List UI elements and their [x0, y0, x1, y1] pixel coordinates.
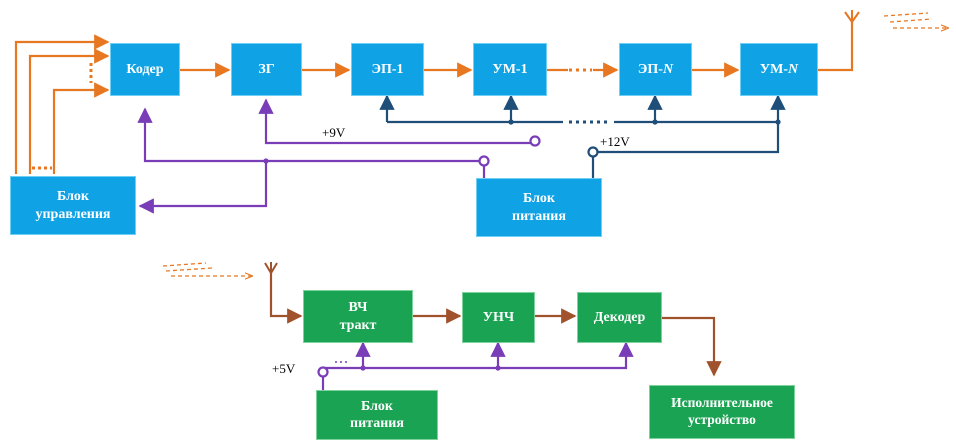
rx-power-label-1: Блок	[361, 398, 393, 414]
ep1-block: ЭП-1	[351, 43, 424, 96]
coder-label: Кодер	[126, 61, 164, 77]
rx-power-label-2: питания	[350, 416, 404, 431]
radio-wave-icon	[883, 12, 948, 28]
power-5v-lines	[317, 341, 634, 392]
actuator-block: Исполнительное устройство	[649, 385, 795, 439]
rf-path-label-1: ВЧ	[348, 300, 368, 315]
voltage-5v-label: +5V	[272, 361, 296, 376]
umn-label-prefix: УМ-	[759, 61, 789, 77]
control-unit-label-1: Блок	[57, 189, 89, 204]
ep1-label: ЭП-1	[371, 61, 404, 77]
antenna-icon	[264, 262, 278, 275]
rf-path-block: ВЧ тракт	[303, 290, 413, 343]
tx-power-supply-block: Блок питания	[476, 178, 602, 237]
voltage-9v-label: +9V	[322, 125, 346, 140]
antenna-icon	[844, 10, 860, 24]
coder-block: Кодер	[110, 43, 180, 96]
radio-wave-icon	[162, 262, 252, 276]
zg-label: ЗГ	[258, 61, 275, 77]
control-unit-block: Блок управления	[10, 176, 136, 235]
umn-label-n: N	[788, 61, 799, 77]
unch-label: УНЧ	[482, 309, 515, 325]
actuator-label-1: Исполнительное	[671, 395, 773, 411]
voltage-12v-label: +12V	[600, 134, 630, 149]
um1-label: УМ-1	[492, 61, 528, 77]
power-12v-lines	[379, 94, 786, 178]
epn-block: ЭП-N	[619, 43, 692, 96]
tx-power-label-2: питания	[512, 208, 566, 224]
unch-block: УНЧ	[462, 292, 535, 343]
epn-label-n: N	[662, 61, 674, 77]
rf-path-label-2: тракт	[339, 317, 377, 333]
tx-power-label-1: Блок	[523, 191, 555, 206]
control-unit-label-2: управления	[35, 206, 111, 222]
rx-signal-chain	[269, 270, 722, 377]
decoder-block: Декодер	[577, 292, 662, 343]
rx-power-supply-block: Блок питания	[316, 390, 438, 440]
control-lines	[137, 98, 541, 214]
actuator-label-2: устройство	[688, 412, 756, 427]
tx-signal-chain	[14, 22, 854, 174]
epn-label-prefix: ЭП-	[637, 61, 663, 77]
decoder-label: Декодер	[593, 309, 646, 325]
um1-block: УМ-1	[473, 43, 547, 96]
zg-block: ЗГ	[231, 43, 302, 96]
umn-block: УМ-N	[740, 43, 818, 96]
